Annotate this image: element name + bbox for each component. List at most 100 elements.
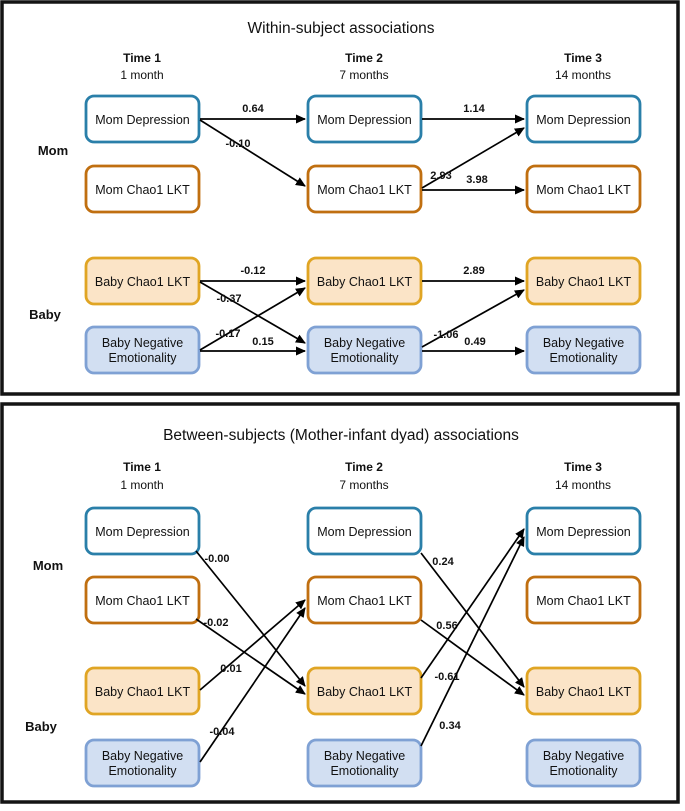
column-header-age-2-between: 7 months xyxy=(339,478,388,492)
column-header-time-3-within: Time 3 xyxy=(564,51,602,65)
column-header-time-2-between: Time 2 xyxy=(345,460,383,474)
node-box xyxy=(306,94,423,144)
node-label-line2: Emotionality xyxy=(549,351,618,365)
row-group-label-mom-between: Mom xyxy=(33,558,63,573)
edge-baby_neg.t1-to-baby_chao.t2 xyxy=(199,287,306,351)
node-box xyxy=(525,575,642,625)
node-box xyxy=(525,506,642,556)
node-baby_chao-t1-within: Baby Chao1 LKT xyxy=(84,256,201,306)
edge-coefficient-baby_chao.t1-to-mom_chao.t2: 0.01 xyxy=(220,663,241,675)
node-label-line1: Baby Negative xyxy=(102,336,183,350)
node-label: Mom Chao1 LKT xyxy=(95,594,190,608)
node-mom_depression-t3-within: Mom Depression xyxy=(525,94,642,144)
edge-coefficient-baby_chao.t2-to-baby_chao.t3: 2.89 xyxy=(463,265,484,277)
panel-title-between: Between-subjects (Mother-infant dyad) as… xyxy=(163,427,519,444)
panel-title-within: Within-subject associations xyxy=(248,20,435,37)
node-box xyxy=(306,506,423,556)
node-box xyxy=(306,666,423,716)
edge-coefficient-baby_neg.t1-to-baby_chao.t2: -0.17 xyxy=(215,328,240,340)
edge-coefficient-baby_neg.t1-to-baby_neg.t2: 0.15 xyxy=(252,336,273,348)
edge-baby_neg.t2-to-baby_chao.t3 xyxy=(421,289,525,348)
node-box xyxy=(84,666,201,716)
node-label: Mom Depression xyxy=(95,525,190,539)
node-label: Mom Chao1 LKT xyxy=(317,594,412,608)
node-mom_depression-t1-between: Mom Depression xyxy=(84,506,201,556)
node-mom_depression-t2-between: Mom Depression xyxy=(306,506,423,556)
column-header-time-3-between: Time 3 xyxy=(564,460,602,474)
node-label-line2: Emotionality xyxy=(330,764,399,778)
node-label: Mom Chao1 LKT xyxy=(317,183,412,197)
panel-between-frame xyxy=(0,402,680,804)
node-label: Mom Depression xyxy=(536,113,631,127)
node-label: Baby Chao1 LKT xyxy=(95,275,191,289)
node-label-line1: Baby Negative xyxy=(324,336,405,350)
node-box xyxy=(525,666,642,716)
node-label-line2: Emotionality xyxy=(108,351,177,365)
node-mom_chao-t1-within: Mom Chao1 LKT xyxy=(84,164,201,214)
edge-mom_chao.t1-to-baby_chao.t2 xyxy=(195,618,306,695)
node-label-line2: Emotionality xyxy=(549,764,618,778)
node-mom_chao-t2-within: Mom Chao1 LKT xyxy=(306,164,423,214)
edge-coefficient-baby_neg.t1-to-mom_chao.t2: -0.04 xyxy=(209,726,235,738)
node-label: Baby Chao1 LKT xyxy=(536,275,632,289)
node-box xyxy=(84,94,201,144)
node-label-line1: Baby Negative xyxy=(102,749,183,763)
edge-coefficient-mom_depression.t2-to-mom_depression.t3: 1.14 xyxy=(463,103,485,115)
node-mom_chao-t1-between: Mom Chao1 LKT xyxy=(84,575,201,625)
panel-within-frame xyxy=(0,0,680,396)
edge-coefficient-baby_neg.t2-to-baby_chao.t3: -1.06 xyxy=(433,329,458,341)
node-baby_chao-t2-between: Baby Chao1 LKT xyxy=(306,666,423,716)
node-baby_chao-t3-between: Baby Chao1 LKT xyxy=(525,666,642,716)
row-group-label-baby-between: Baby xyxy=(25,719,58,734)
node-baby_chao-t2-within: Baby Chao1 LKT xyxy=(306,256,423,306)
node-box xyxy=(306,738,423,788)
edge-coefficient-baby_chao.t1-to-baby_chao.t2: -0.12 xyxy=(240,265,265,277)
node-label: Mom Depression xyxy=(95,113,190,127)
column-header-time-1-within: Time 1 xyxy=(123,51,161,65)
node-box xyxy=(84,738,201,788)
edge-mom_depression.t1-to-mom_chao.t2 xyxy=(199,119,306,187)
node-box xyxy=(525,164,642,214)
node-mom_depression-t3-between: Mom Depression xyxy=(525,506,642,556)
node-label: Baby Chao1 LKT xyxy=(317,685,413,699)
node-box xyxy=(84,325,201,375)
column-header-age-3-between: 14 months xyxy=(555,478,611,492)
node-baby_chao-t3-within: Baby Chao1 LKT xyxy=(525,256,642,306)
edge-mom_depression.t1-to-baby_chao.t2 xyxy=(195,550,306,687)
node-box xyxy=(306,325,423,375)
node-label: Baby Chao1 LKT xyxy=(317,275,413,289)
edge-mom_chao.t2-to-baby_chao.t3 xyxy=(420,619,525,696)
node-mom_depression-t2-within: Mom Depression xyxy=(306,94,423,144)
edge-baby_neg.t2-to-mom_depression.t3 xyxy=(420,536,525,747)
node-mom_chao-t2-between: Mom Chao1 LKT xyxy=(306,575,423,625)
node-label-line1: Baby Negative xyxy=(543,749,624,763)
node-label-line1: Baby Negative xyxy=(543,336,624,350)
node-box xyxy=(306,575,423,625)
node-baby_chao-t1-between: Baby Chao1 LKT xyxy=(84,666,201,716)
node-label: Baby Chao1 LKT xyxy=(95,685,191,699)
node-label: Mom Chao1 LKT xyxy=(95,183,190,197)
column-header-time-1-between: Time 1 xyxy=(123,460,161,474)
node-label-line1: Baby Negative xyxy=(324,749,405,763)
edge-coefficient-mom_chao.t1-to-baby_chao.t2: -0.02 xyxy=(203,617,228,629)
node-box xyxy=(84,575,201,625)
column-header-age-1-between: 1 month xyxy=(120,478,163,492)
node-box xyxy=(306,256,423,306)
node-box xyxy=(306,164,423,214)
node-label-line2: Emotionality xyxy=(330,351,399,365)
node-mom_depression-t1-within: Mom Depression xyxy=(84,94,201,144)
edge-coefficient-mom_chao.t2-to-mom_chao.t3: 3.98 xyxy=(466,174,487,186)
node-box xyxy=(525,94,642,144)
node-label: Mom Depression xyxy=(317,113,412,127)
node-label: Mom Depression xyxy=(317,525,412,539)
node-label: Mom Depression xyxy=(536,525,631,539)
edge-coefficient-mom_chao.t2-to-baby_chao.t3: 0.56 xyxy=(436,620,457,632)
node-label: Mom Chao1 LKT xyxy=(536,183,631,197)
